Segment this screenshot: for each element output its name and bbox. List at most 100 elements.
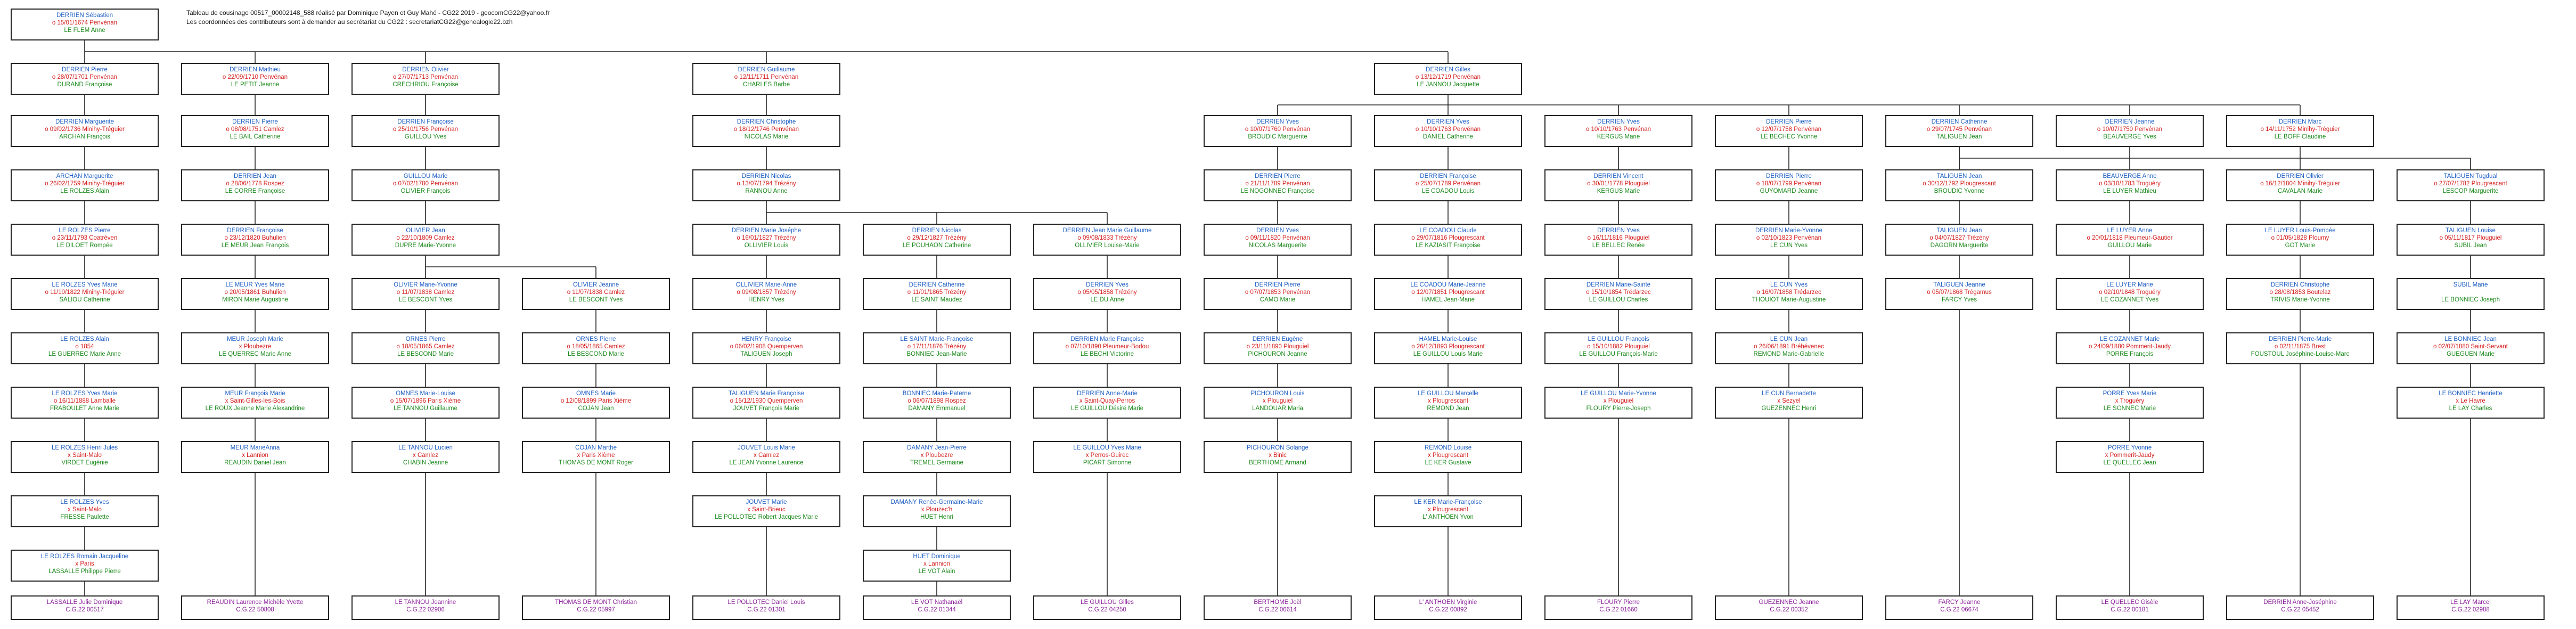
- header-line-2: Les coordonnées des contributeurs sont à…: [186, 18, 513, 26]
- person-event: o 27/07/1713 Penvénan: [392, 74, 459, 80]
- person-event: o 28/08/1853 Boutelaz: [2269, 289, 2331, 296]
- person-spouse: REMOND Marie-Gabrielle: [1753, 351, 1825, 357]
- person-event: x Plouguiel: [1603, 398, 1634, 404]
- person-event: o 25/10/1756 Penvénan: [392, 126, 459, 133]
- person-event: x Ploubezre: [239, 344, 272, 350]
- person-event: x Plouzec'h: [921, 507, 953, 513]
- person-name: BEAUVERGE Anne: [2103, 173, 2157, 179]
- person-name: LE ROLZES Yves Marie: [52, 390, 118, 397]
- person-event: o 12/08/1899 Paris Xième: [560, 398, 632, 404]
- person-spouse: LESCOP Marguerite: [2442, 188, 2499, 194]
- person-spouse: LE CORRE Françoise: [225, 188, 285, 194]
- person-event: o 22/09/1710 Penvénan: [222, 74, 288, 80]
- person-event: [2398, 289, 2544, 296]
- person-box: SUBIL Marie LE BONNIEC Joseph: [2397, 278, 2545, 310]
- descendant-name: DERRIEN Anne-Joséphine: [2263, 599, 2337, 606]
- person-event: o 15/01/1674 Penvénan: [52, 20, 118, 26]
- person-event: o 09/11/1820 Penvénan: [1245, 235, 1310, 241]
- person-event: o 30/01/1778 Plouguiel: [1587, 181, 1650, 187]
- person-name: DERRIEN Nicolas: [741, 173, 791, 179]
- person-event: x Troguéry: [2115, 398, 2145, 404]
- person-spouse: SUBIL Jean: [2454, 242, 2487, 249]
- person-name: DERRIEN Anne-Marie: [1077, 390, 1138, 397]
- person-spouse: LE LAY Charles: [2449, 405, 2492, 412]
- person-name: DERRIEN Marc: [2278, 119, 2322, 125]
- descendant-id: C.G.22 00517: [66, 607, 104, 613]
- person-name: HAMEL Marie-Louise: [1419, 336, 1477, 342]
- person-event: o 26/02/1759 Minihy-Tréguier: [45, 181, 125, 187]
- descendant-name: LE QUELLEC Gisèle: [2101, 599, 2158, 606]
- person-event: o 12/07/1758 Penvénan: [1756, 126, 1822, 133]
- person-event: x Saint-Gilles-les-Bois: [225, 398, 285, 404]
- person-event: o 07/02/1780 Penvénan: [392, 181, 459, 187]
- person-name: TALIGUEN Tugdual: [2443, 173, 2498, 179]
- person-event: o 15/12/1930 Quemperven: [730, 398, 803, 404]
- descendant-id: C.G.22 02988: [2451, 607, 2490, 613]
- person-spouse: LE TANNOU Guillaume: [394, 405, 457, 412]
- person-spouse: KERGUS Marie: [1597, 188, 1640, 194]
- person-event: o 23/12/1820 Buhulien: [224, 235, 286, 241]
- person-event: o 23/11/1890 Plouguiel: [1246, 344, 1309, 350]
- descendant-name: L' ANTHOEN Virginie: [1419, 599, 1477, 606]
- person-name: COJAN Marthe: [575, 445, 617, 451]
- person-spouse: FOUSTOUL Joséphine-Louise-Marc: [2251, 351, 2350, 357]
- person-name: HUET Dominique: [913, 553, 961, 560]
- person-spouse: CAVALAN Marie: [2278, 188, 2323, 194]
- person-event: o 25/07/1789 Penvénan: [1415, 181, 1481, 187]
- person-event: o 06/02/1908 Quemperven: [730, 344, 803, 350]
- person-name: MEUR Joseph Marie: [226, 336, 284, 342]
- person-spouse: OLLIVIER Louis: [744, 242, 789, 249]
- person-name: LE GUILLOU Yves Marie: [1073, 445, 1141, 451]
- person-event: x Plougrescant: [1427, 398, 1469, 404]
- person-name: LE LUYER Louis-Pompée: [2264, 227, 2336, 234]
- person-name: LE COADOU Marie-Jeanne: [1410, 282, 1486, 288]
- descendant-name: FLOURY Pierre: [1597, 599, 1640, 606]
- person-name: DERRIEN Vincent: [1593, 173, 1643, 179]
- descendant-name: REAUDIN Laurence Michèle Yvette: [207, 599, 304, 606]
- person-spouse: LE KER Gustave: [1425, 460, 1471, 466]
- person-event: o 12/07/1851 Plougrescant: [1411, 289, 1485, 296]
- person-name: PORRE Yvonne: [2107, 445, 2152, 451]
- descendant-name: LE VOT Nathanaël: [911, 599, 963, 606]
- person-spouse: GUILLOU Yves: [404, 134, 447, 140]
- person-spouse: GUEZENNEC Henri: [1761, 405, 1817, 412]
- person-event: x Plouguiel: [1262, 398, 1293, 404]
- person-spouse: FARCY Yves: [1941, 297, 1977, 303]
- person-event: o 05/05/1858 Trézény: [1077, 289, 1137, 296]
- person-spouse: GUYOMARD Jeanne: [1760, 188, 1818, 194]
- person-name: ARCHAN Marguerite: [56, 173, 113, 179]
- person-name: LE ROLZES Yves Marie: [52, 282, 118, 288]
- person-event: o 28/06/1778 Rospez: [226, 181, 284, 187]
- person-event: o 21/11/1789 Penvénan: [1245, 181, 1310, 187]
- person-spouse: LE GUILLOU Charles: [1589, 297, 1648, 303]
- person-name: LE ROLZES Romain Jacqueline: [40, 553, 129, 560]
- person-event: o 11/07/1838 Camlez: [396, 289, 455, 296]
